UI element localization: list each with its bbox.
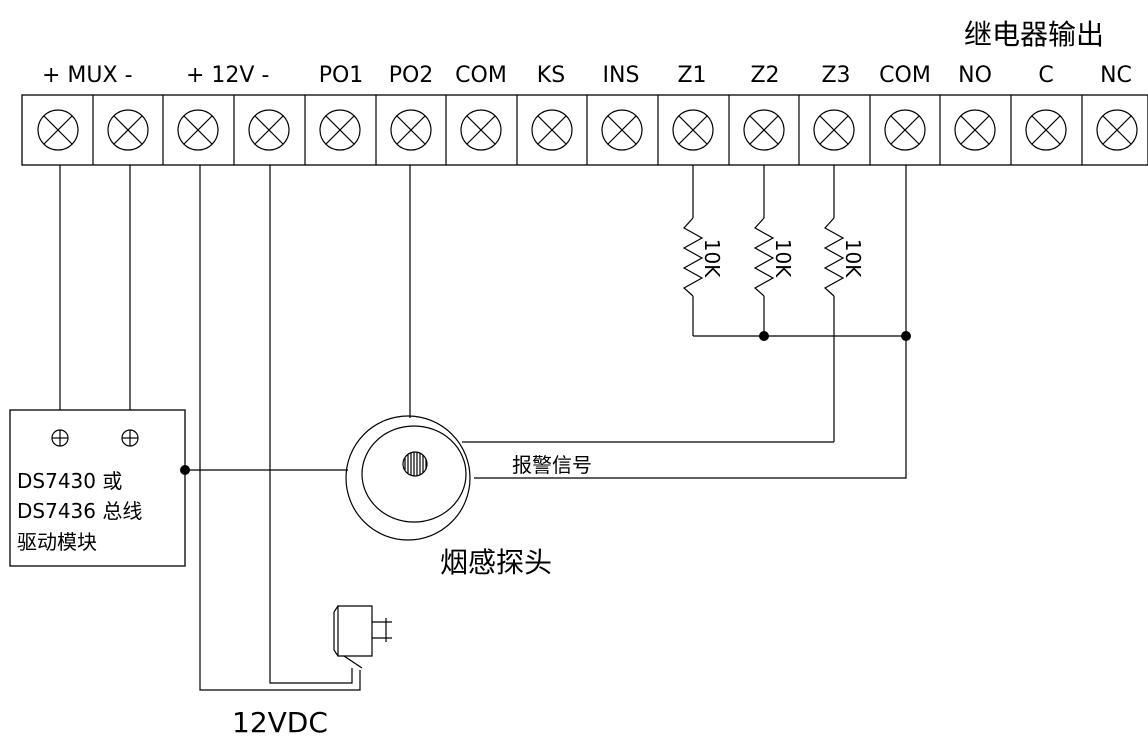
- resistor-label: 10K: [700, 239, 724, 278]
- terminal-label-c: C: [1038, 63, 1053, 88]
- wire-12v-plus: [199, 165, 361, 691]
- resistor-icon: [682, 165, 704, 336]
- terminal-label-z3: Z3: [821, 63, 850, 88]
- junction-dot: [180, 465, 190, 475]
- relay-output-label: 继电器输出: [964, 18, 1104, 51]
- terminal-label-nc: NC: [1100, 63, 1132, 88]
- terminal-screw-icon[interactable]: [107, 109, 149, 151]
- resistor-icon: [823, 165, 845, 442]
- terminal-screw-icon[interactable]: [601, 109, 643, 151]
- terminal-label-z2: Z2: [750, 63, 779, 88]
- terminal-screw-icon[interactable]: [1096, 109, 1138, 151]
- terminal-screw-icon[interactable]: [460, 109, 502, 151]
- module-label-line3: 驱动模块: [17, 530, 97, 554]
- smoke-detector-icon: [345, 415, 471, 541]
- terminal-block: [21, 94, 1148, 166]
- terminal-label-ks: KS: [537, 63, 565, 88]
- terminal-label-com2: COM: [879, 63, 931, 88]
- terminal-screw-icon[interactable]: [319, 109, 361, 151]
- resistor-label: 10K: [841, 239, 865, 278]
- resistor-label: 10K: [771, 239, 795, 278]
- terminal-label-ins: INS: [603, 63, 640, 88]
- terminal-screw-icon[interactable]: [390, 109, 432, 151]
- terminal-label-12v: + 12V -: [186, 63, 269, 88]
- terminal-screw-icon[interactable]: [954, 109, 996, 151]
- terminal-screw-icon[interactable]: [743, 109, 785, 151]
- terminal-label-mux: + MUX -: [42, 63, 133, 88]
- terminal-screw-icon[interactable]: [177, 109, 219, 151]
- terminal-screw-icon[interactable]: [813, 109, 855, 151]
- terminal-label-po1: PO1: [319, 63, 364, 88]
- terminal-label-po2: PO2: [389, 63, 434, 88]
- terminal-screw-icon[interactable]: [1025, 109, 1067, 151]
- terminal-screw-icon[interactable]: [884, 109, 926, 151]
- module-label-line2: DS7436 总线: [17, 499, 142, 523]
- terminal-screw-icon[interactable]: [248, 109, 290, 151]
- wire-12v-minus: [269, 165, 353, 684]
- terminal-label-z1: Z1: [677, 63, 706, 88]
- terminal-screw-icon[interactable]: [531, 109, 573, 151]
- resistor-icon: [753, 165, 775, 336]
- power-label: 12VDC: [232, 706, 328, 739]
- detector-label: 烟感探头: [440, 546, 552, 579]
- terminal-screw-icon[interactable]: [37, 109, 79, 151]
- terminal-label-com: COM: [455, 63, 507, 88]
- wire-com: [474, 165, 907, 479]
- terminal-screw-icon[interactable]: [672, 109, 714, 151]
- terminal-label-no: NO: [958, 63, 992, 88]
- junction-dot: [759, 331, 769, 341]
- module-label-line1: DS7430 或: [17, 469, 122, 493]
- power-adapter-icon: [333, 605, 392, 669]
- bus-driver-module: [9, 409, 186, 567]
- alarm-signal-label: 报警信号: [512, 453, 592, 477]
